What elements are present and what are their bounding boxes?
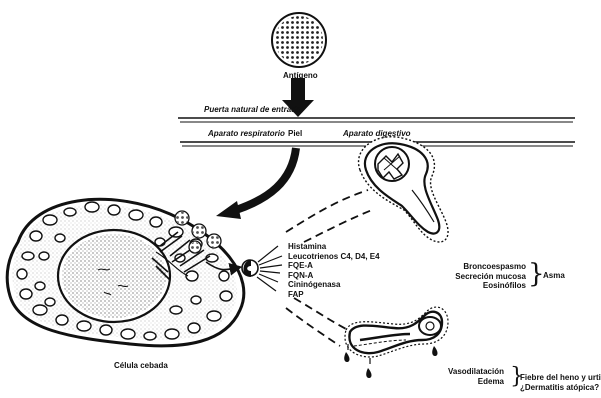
mediator-leukotrienes: Leucotrienos C4, D4, E4 (288, 252, 380, 262)
curved-entry-arrow (216, 148, 296, 219)
released-granule (242, 260, 258, 277)
blood-vessel-illustration (345, 307, 448, 357)
outcome-hay-fever-urticaria: Fiebre del heno y urticaria (520, 373, 601, 383)
mast-cell-nucleus (58, 230, 170, 322)
bronchus-illustration (359, 137, 449, 242)
skin-label: Piel (288, 129, 302, 138)
mediator-histamine: Histamina (288, 242, 380, 252)
asthma-effects-list: Broncoespasmo Secreción mucosa Eosinófil… (454, 262, 526, 291)
mediator-fqn-a: FQN-A (288, 271, 380, 281)
antigen-particle (272, 13, 326, 67)
mast-cell-label: Célula cebada (114, 361, 168, 370)
effect-bronchospasm: Broncoespasmo (454, 262, 526, 272)
dashed-lines-to-vessel (286, 298, 352, 346)
outcome-atopic-dermatitis: ¿Dermatitis atópica? (520, 383, 601, 393)
mediator-fap: FAP (288, 290, 380, 300)
effect-edema: Edema (430, 377, 504, 387)
asthma-label: Asma (543, 271, 565, 280)
dashed-lines-to-bronchus (286, 190, 372, 242)
effect-eosinophils: Eosinófilos (454, 281, 526, 291)
mediator-kininogenase: Cininógenasa (288, 280, 380, 290)
effect-vasodilation: Vasodilatación (430, 367, 504, 377)
mediator-lines (257, 246, 282, 291)
effect-mucus-secretion: Secreción mucosa (454, 272, 526, 282)
antigen-label: Antígeno (283, 71, 318, 80)
skin-effects-list: Vasodilatación Edema (430, 367, 504, 386)
mediator-list: Histamina Leucotrienos C4, D4, E4 FQE-A … (288, 242, 380, 299)
respiratory-label: Aparato respiratorio (208, 129, 285, 138)
digestive-label: Aparato digestivo (343, 129, 411, 138)
skin-outcome-list: Fiebre del heno y urticaria ¿Dermatitis … (520, 373, 601, 392)
mediator-fqe-a: FQE-A (288, 261, 380, 271)
entry-route-label: Puerta natural de entrada (204, 105, 300, 114)
